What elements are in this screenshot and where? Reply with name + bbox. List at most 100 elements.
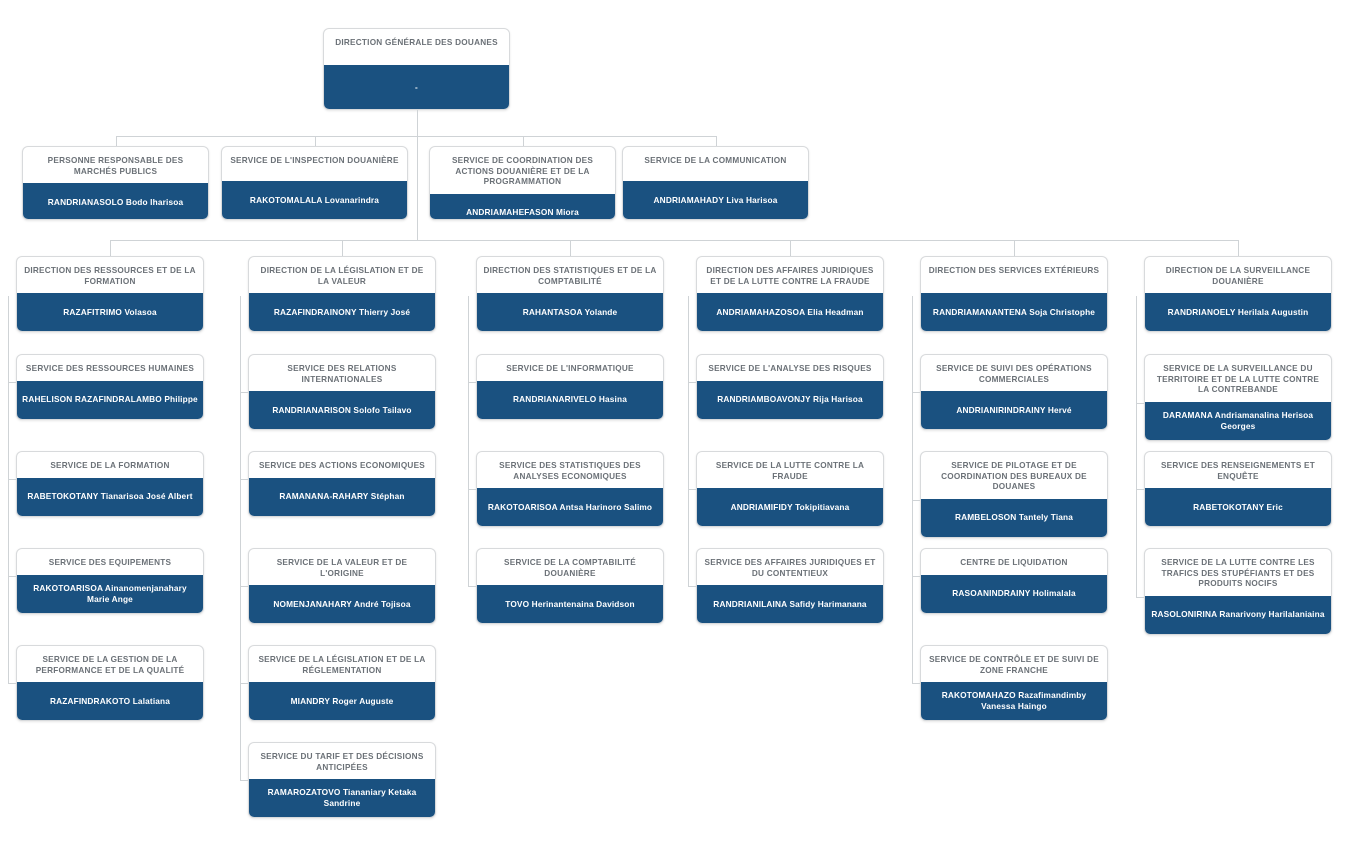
service-node-4-2[interactable]: CENTRE DE LIQUIDATION RASOANINDRAINY Holi… <box>920 548 1108 614</box>
direction-node-0[interactable]: DIRECTION DES RESSOURCES ET DE LA FORMAT… <box>16 256 204 332</box>
node-title: SERVICE DES RENSEIGNEMENTS ET ENQUÊTE <box>1160 461 1316 481</box>
service-person-2-0: RANDRIANARIVELO Hasina <box>477 380 663 419</box>
service-person-0-2: RAKOTOARISOA Ainanomenjanahary Marie Ang… <box>17 574 203 613</box>
service-node-5-2[interactable]: SERVICE DE LA LUTTE CONTRE LES TRAFICS D… <box>1144 548 1332 635</box>
service-stub <box>8 382 16 383</box>
service-stub <box>8 683 16 684</box>
direction-drop <box>790 240 791 256</box>
service-node-5-1[interactable]: SERVICE DES RENSEIGNEMENTS ET ENQUÊTE RAB… <box>1144 451 1332 527</box>
column-spine <box>8 296 9 683</box>
service-node-1-2[interactable]: SERVICE DE LA VALEUR ET DE L'ORIGINE NOME… <box>248 548 436 624</box>
node-title: DIRECTION GÉNÉRALE DES DOUANES <box>335 38 498 47</box>
staff-person-2: ANDRIAMAHEFASON Miora <box>430 193 615 219</box>
staff-drop <box>314 136 316 146</box>
staff-person-0: RANDRIANASOLO Bodo Iharisoa <box>23 183 208 219</box>
service-person-1-2: NOMENJANAHARY André Tojisoa <box>249 585 435 623</box>
service-node-4-0[interactable]: SERVICE DE SUIVI DES OPÉRATIONS COMMERCI… <box>920 354 1108 430</box>
service-node-4-1[interactable]: SERVICE DE PILOTAGE ET DE COORDINATION D… <box>920 451 1108 538</box>
node-title: SERVICE DE LA FORMATION <box>50 461 170 470</box>
service-node-1-3[interactable]: SERVICE DE LA LÉGISLATION ET DE LA RÉGLE… <box>248 645 436 721</box>
staff-node-3[interactable]: SERVICE DE LA COMMUNICATION ANDRIAMAHADY … <box>622 146 809 220</box>
node-title: DIRECTION DE LA SURVEILLANCE DOUANIÈRE <box>1165 266 1311 286</box>
node-title: SERVICE DE SUIVI DES OPÉRATIONS COMMERCI… <box>936 364 1092 384</box>
service-node-3-2[interactable]: SERVICE DES AFFAIRES JURIDIQUES ET DU CO… <box>696 548 884 624</box>
node-title: SERVICE DE COORDINATION DES ACTIONS DOUA… <box>451 156 594 186</box>
service-node-2-1[interactable]: SERVICE DES STATISTIQUES DES ANALYSES EC… <box>476 451 664 527</box>
node-title: SERVICE DE LA LUTTE CONTRE LA FRAUDE <box>715 461 865 481</box>
node-title: SERVICE DE L'INFORMATIQUE <box>506 364 634 373</box>
direction-node-5[interactable]: DIRECTION DE LA SURVEILLANCE DOUANIÈRE RA… <box>1144 256 1332 332</box>
node-title: SERVICE DES RESSOURCES HUMAINES <box>25 364 195 373</box>
service-person-5-0: DARAMANA Andriamanalina Herisoa Georges <box>1145 401 1331 440</box>
service-stub <box>688 489 696 490</box>
node-title: SERVICE DE PILOTAGE ET DE COORDINATION D… <box>941 461 1087 491</box>
service-stub <box>468 586 476 587</box>
node-title: DIRECTION DES SERVICES EXTÉRIEURS <box>928 266 1100 275</box>
service-node-0-3[interactable]: SERVICE DE LA GESTION DE LA PERFORMANCE … <box>16 645 204 721</box>
column-spine <box>912 296 913 683</box>
service-stub <box>688 382 696 383</box>
direction-person-3: ANDRIAMAHAZOSOA Elia Headman <box>697 293 883 331</box>
service-node-5-0[interactable]: SERVICE DE LA SURVEILLANCE DU TERRITOIRE… <box>1144 354 1332 441</box>
node-title: CENTRE DE LIQUIDATION <box>960 558 1068 567</box>
service-node-4-3[interactable]: SERVICE DE CONTRÔLE ET DE SUIVI DE ZONE … <box>920 645 1108 721</box>
node-title: DIRECTION DES STATISTIQUES ET DE LA COMP… <box>483 266 657 286</box>
direction-person-2: RAHANTASOA Yolande <box>477 293 663 331</box>
service-node-2-0[interactable]: SERVICE DE L'INFORMATIQUE RANDRIANARIVELO… <box>476 354 664 420</box>
direction-person-5: RANDRIANOELY Herilala Augustin <box>1145 293 1331 331</box>
service-stub <box>240 683 248 684</box>
direction-node-1[interactable]: DIRECTION DE LA LÉGISLATION ET DE LA VAL… <box>248 256 436 332</box>
node-title: SERVICE DES STATISTIQUES DES ANALYSES EC… <box>499 461 641 481</box>
direction-drop <box>342 240 343 256</box>
node-title: SERVICE DE LA VALEUR ET DE L'ORIGINE <box>276 558 408 578</box>
service-stub <box>240 392 248 393</box>
service-stub <box>1136 403 1144 404</box>
service-person-0-0: RAHELISON RAZAFINDRALAMBO Philippe <box>17 380 203 419</box>
service-node-0-0[interactable]: SERVICE DES RESSOURCES HUMAINES RAHELISON… <box>16 354 204 420</box>
direction-node-2[interactable]: DIRECTION DES STATISTIQUES ET DE LA COMP… <box>476 256 664 332</box>
direction-node-3[interactable]: DIRECTION DES AFFAIRES JURIDIQUES ET DE … <box>696 256 884 332</box>
node-title: SERVICE DE LA COMPTABILITÉ DOUANIÈRE <box>504 558 636 578</box>
direction-drop <box>110 240 111 256</box>
service-person-1-0: RANDRIANARISON Solofo Tsilavo <box>249 391 435 429</box>
service-node-1-4[interactable]: SERVICE DU TARIF ET DES DÉCISIONS ANTICI… <box>248 742 436 818</box>
staff-drop <box>715 136 717 146</box>
root-stem <box>416 110 418 136</box>
service-node-3-1[interactable]: SERVICE DE LA LUTTE CONTRE LA FRAUDE ANDR… <box>696 451 884 527</box>
node-title: SERVICE DE LA LÉGISLATION ET DE LA RÉGLE… <box>258 655 426 675</box>
node-title: SERVICE DE LA COMMUNICATION <box>644 156 787 165</box>
service-person-5-1: RABETOKOTANY Eric <box>1145 488 1331 526</box>
service-stub <box>912 683 920 684</box>
service-stub <box>1136 489 1144 490</box>
staff-drop <box>115 136 117 146</box>
service-person-4-1: RAMBELOSON Tantely Tiana <box>921 498 1107 537</box>
service-stub <box>240 586 248 587</box>
service-person-3-1: ANDRIAMIFIDY Tokipitiavana <box>697 488 883 526</box>
service-stub <box>1136 597 1144 598</box>
staff-node-0[interactable]: PERSONNE RESPONSABLE DES MARCHÉS PUBLICS… <box>22 146 209 220</box>
node-title: SERVICE DE CONTRÔLE ET DE SUIVI DE ZONE … <box>929 655 1099 675</box>
staff-person-3: ANDRIAMAHADY Liva Harisoa <box>623 181 808 219</box>
root-node[interactable]: DIRECTION GÉNÉRALE DES DOUANES- <box>323 28 510 110</box>
column-spine <box>1136 296 1137 597</box>
service-person-4-2: RASOANINDRAINY Holimalala <box>921 574 1107 613</box>
service-stub <box>240 780 248 781</box>
staff-node-2[interactable]: SERVICE DE COORDINATION DES ACTIONS DOUA… <box>429 146 616 220</box>
service-stub <box>240 479 248 480</box>
node-title: DIRECTION DES RESSOURCES ET DE LA FORMAT… <box>24 266 196 286</box>
service-node-1-0[interactable]: SERVICE DES RELATIONS INTERNATIONALES RAN… <box>248 354 436 430</box>
node-title: SERVICE DE LA GESTION DE LA PERFORMANCE … <box>35 655 185 675</box>
node-title: SERVICE DES RELATIONS INTERNATIONALES <box>287 364 397 384</box>
node-title: SERVICE DE LA SURVEILLANCE DU TERRITOIRE… <box>1156 364 1320 394</box>
service-stub <box>688 586 696 587</box>
column-spine <box>688 296 689 586</box>
direction-drop <box>1014 240 1015 256</box>
